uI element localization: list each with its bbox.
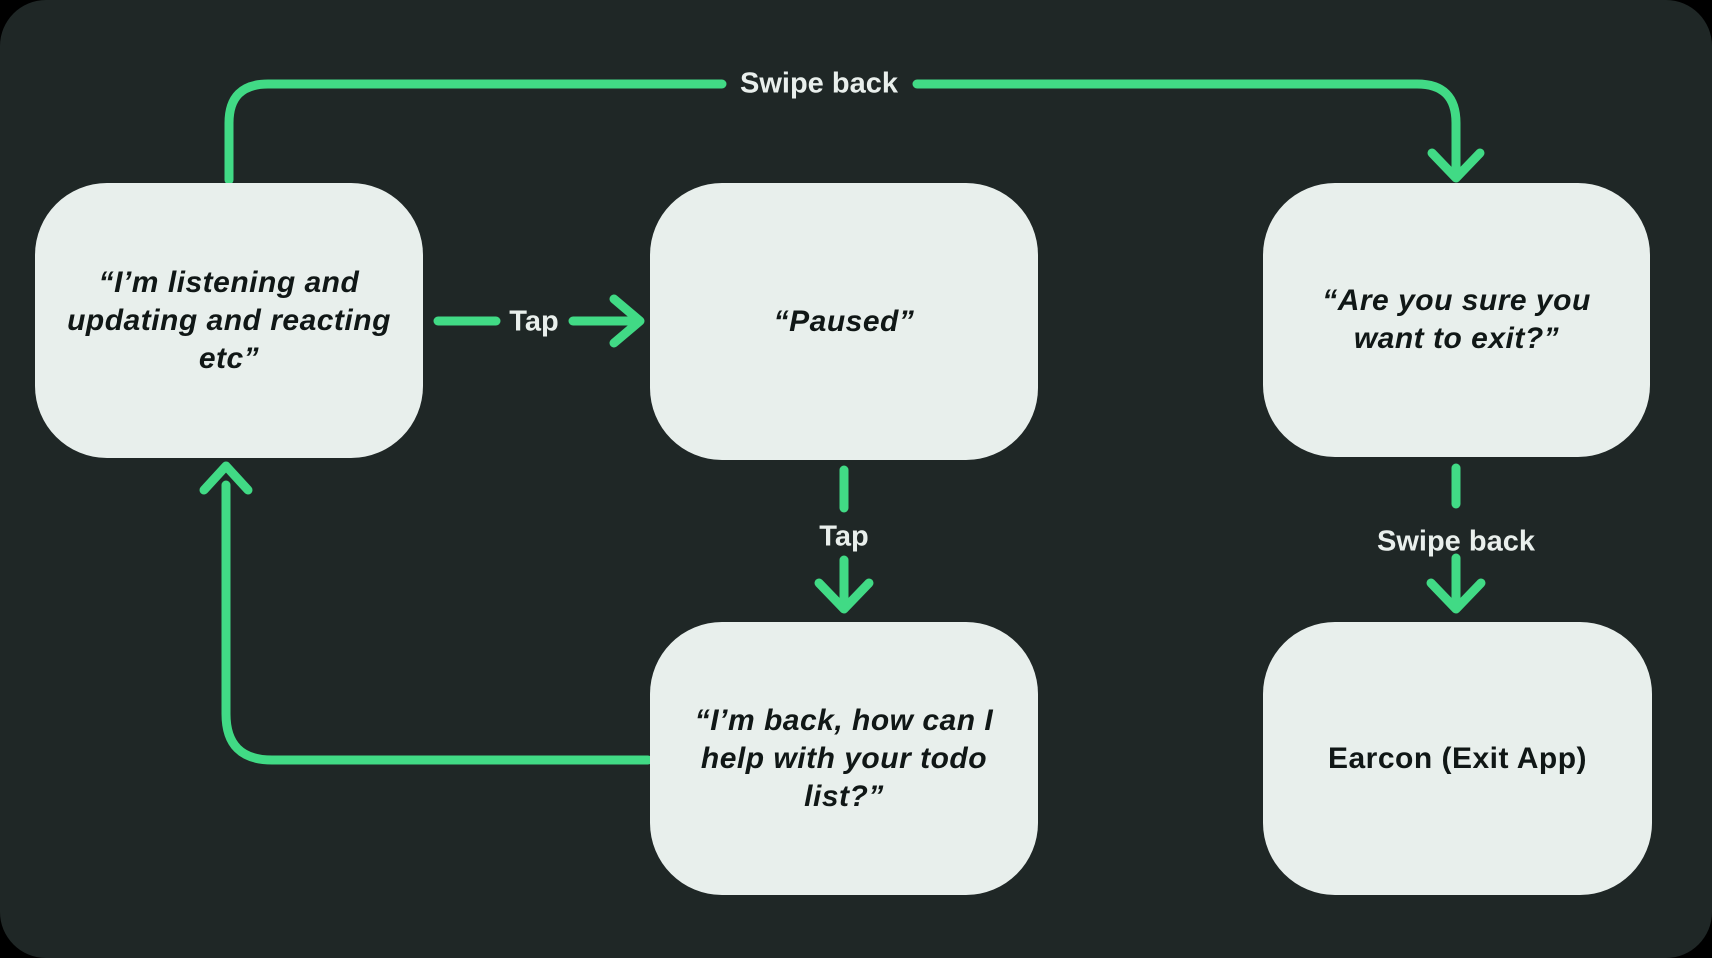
arrowhead-down-back-help	[814, 578, 874, 614]
node-listening-line-1: “I’m listening and	[98, 265, 360, 299]
arrowhead-up-listening	[199, 461, 253, 495]
node-paused-line-1: “Paused”	[773, 304, 915, 338]
node-listening-line-3: etc”	[198, 341, 260, 375]
edge-label-tap-horizontal: Tap	[509, 305, 559, 338]
edge-label-swipe-back-right: Swipe back	[1377, 525, 1535, 558]
arrow-return-loop	[221, 480, 653, 765]
arrowhead-right-paused	[609, 294, 645, 348]
node-back-help-line-1: “I’m back, how can I	[694, 703, 994, 737]
edge-label-tap-vertical: Tap	[819, 520, 869, 553]
node-confirm-exit-text: “Are you sure you want to exit?”	[1302, 282, 1611, 358]
node-confirm-exit: “Are you sure you want to exit?”	[1263, 183, 1650, 457]
arrowhead-down-earcon	[1426, 578, 1486, 614]
node-back-help-line-3: list?”	[804, 779, 884, 813]
arrowhead-down-confirm-exit	[1427, 148, 1485, 183]
node-paused-text: “Paused”	[754, 303, 935, 341]
node-earcon-text: Earcon (Exit App)	[1308, 740, 1607, 778]
node-listening-text: “I’m listening and updating and reacting…	[47, 264, 411, 378]
arrow-swipe-back-top-left-segment	[224, 79, 727, 185]
node-back-help: “I’m back, how can I help with your todo…	[650, 622, 1038, 895]
node-confirm-exit-line-1: “Are you sure you	[1322, 284, 1591, 317]
node-listening: “I’m listening and updating and reacting…	[35, 183, 423, 458]
node-back-help-line-2: help with your todo	[700, 741, 988, 775]
node-earcon: Earcon (Exit App)	[1263, 622, 1652, 895]
node-listening-line-2: updating and reacting	[67, 303, 391, 337]
arrow-swipe-back-top-right-segment	[912, 79, 1461, 173]
edge-label-swipe-back-top: Swipe back	[740, 67, 898, 100]
node-paused: “Paused”	[650, 183, 1038, 460]
node-earcon-line-1: Earcon (Exit App)	[1327, 741, 1588, 775]
node-confirm-exit-line-2: want to exit?”	[1353, 322, 1560, 355]
node-back-help-text: “I’m back, how can I help with your todo…	[675, 702, 1013, 816]
